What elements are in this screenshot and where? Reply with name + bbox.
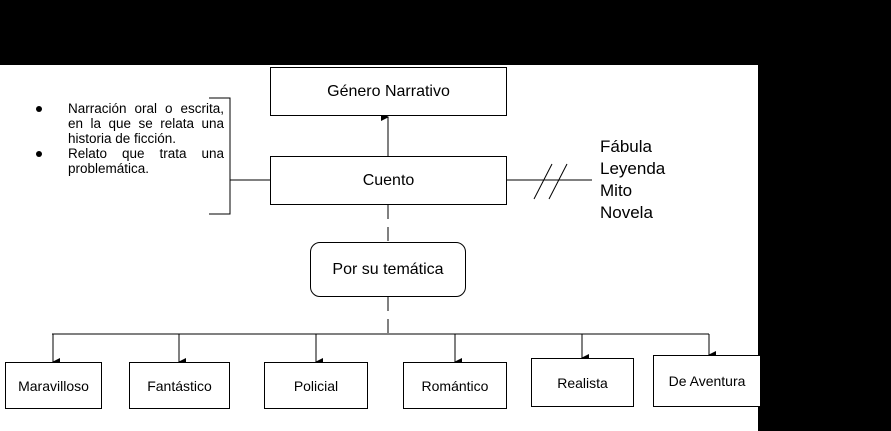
type-label: Realista — [557, 374, 608, 391]
excluded-genres-list: Fábula Leyenda Mito Novela — [600, 136, 665, 224]
type-label: De Aventura — [668, 372, 746, 389]
definitions-list: Narración oral o escrita, en la que se r… — [36, 101, 224, 176]
definition-item: Narración oral o escrita, en la que se r… — [36, 101, 224, 146]
por-su-tematica-node: Por su temática — [310, 242, 466, 297]
genero-narrativo-node: Género Narrativo — [270, 67, 507, 116]
type-maravilloso-node: Maravilloso — [5, 362, 102, 409]
cuento-node: Cuento — [270, 156, 507, 205]
excluded-genre-item: Fábula — [600, 137, 652, 156]
type-label: Maravilloso — [18, 377, 89, 394]
excluded-genre-item: Mito — [600, 181, 633, 200]
type-label: Policial — [293, 377, 339, 394]
negation-slash-1 — [533, 163, 553, 200]
definition-text: Relato que trata una problemática. — [68, 146, 224, 176]
definition-text: Narración oral o escrita, en la que se r… — [68, 101, 224, 146]
bullet-icon — [36, 151, 42, 157]
bullet-icon — [36, 106, 42, 112]
type-realista-node: Realista — [531, 358, 634, 407]
type-de-aventura-node: De Aventura — [653, 355, 761, 407]
definitions-bracket — [209, 97, 231, 215]
cuento-label: Cuento — [362, 171, 415, 189]
type-label: Fantástico — [147, 377, 212, 394]
genero-narrativo-label: Género Narrativo — [327, 82, 450, 100]
type-fantastico-node: Fantástico — [129, 362, 230, 409]
type-label: Romántico — [421, 377, 489, 394]
negation-slash-2 — [548, 163, 568, 200]
por-su-tematica-label: Por su temática — [332, 260, 444, 278]
excluded-genre-item: Novela — [600, 203, 653, 222]
type-policial-node: Policial — [264, 362, 368, 409]
excluded-genre-item: Leyenda — [600, 159, 666, 178]
definition-item: Relato que trata una problemática. — [36, 146, 224, 176]
type-romantico-node: Romántico — [403, 362, 507, 409]
